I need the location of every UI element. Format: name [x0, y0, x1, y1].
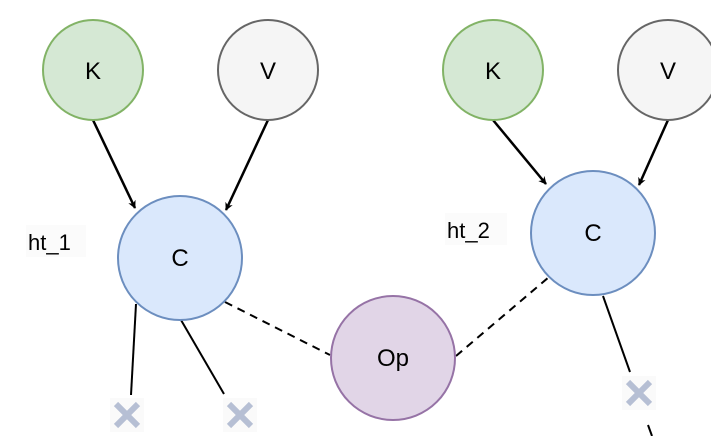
- edge-c1-to-deleted-1: [130, 303, 137, 396]
- edge-k1-to-c1: [91, 119, 137, 209]
- edge-c1-to-op: [224, 301, 331, 356]
- cell-node-1[interactable]: C: [117, 195, 243, 321]
- cell-node-1-label: C: [171, 245, 188, 272]
- value-node-1-label: V: [260, 58, 276, 85]
- edge-c2-to-deleted-3: [602, 295, 631, 373]
- group-label-2: ht_2: [445, 213, 507, 245]
- key-node-1[interactable]: K: [42, 19, 144, 121]
- op-node[interactable]: Op: [330, 295, 456, 421]
- x-icon: [110, 398, 144, 432]
- x-icon: [223, 398, 257, 432]
- edge-v1-to-c1: [224, 119, 270, 211]
- group-label-1: ht_1: [26, 225, 86, 257]
- key-node-2-label: K: [485, 58, 501, 85]
- x-icon: [622, 376, 656, 410]
- edge-k2-to-c2: [492, 119, 547, 185]
- value-node-2-label: V: [660, 58, 676, 85]
- edge-v2-to-c2: [637, 119, 670, 186]
- key-node-1-label: K: [85, 58, 101, 85]
- edge-deleted-3-continuation: [647, 424, 653, 436]
- cell-node-2-label: C: [584, 220, 601, 247]
- edge-c1-to-deleted-2: [180, 319, 225, 395]
- key-node-2[interactable]: K: [442, 19, 544, 121]
- value-node-2[interactable]: V: [617, 19, 711, 121]
- cell-node-2[interactable]: C: [530, 170, 656, 296]
- op-node-label: Op: [377, 345, 409, 372]
- group-label-1-text: ht_1: [28, 230, 71, 255]
- value-node-1[interactable]: V: [217, 19, 319, 121]
- edge-op-to-c2: [455, 276, 550, 357]
- group-label-2-text: ht_2: [447, 218, 490, 243]
